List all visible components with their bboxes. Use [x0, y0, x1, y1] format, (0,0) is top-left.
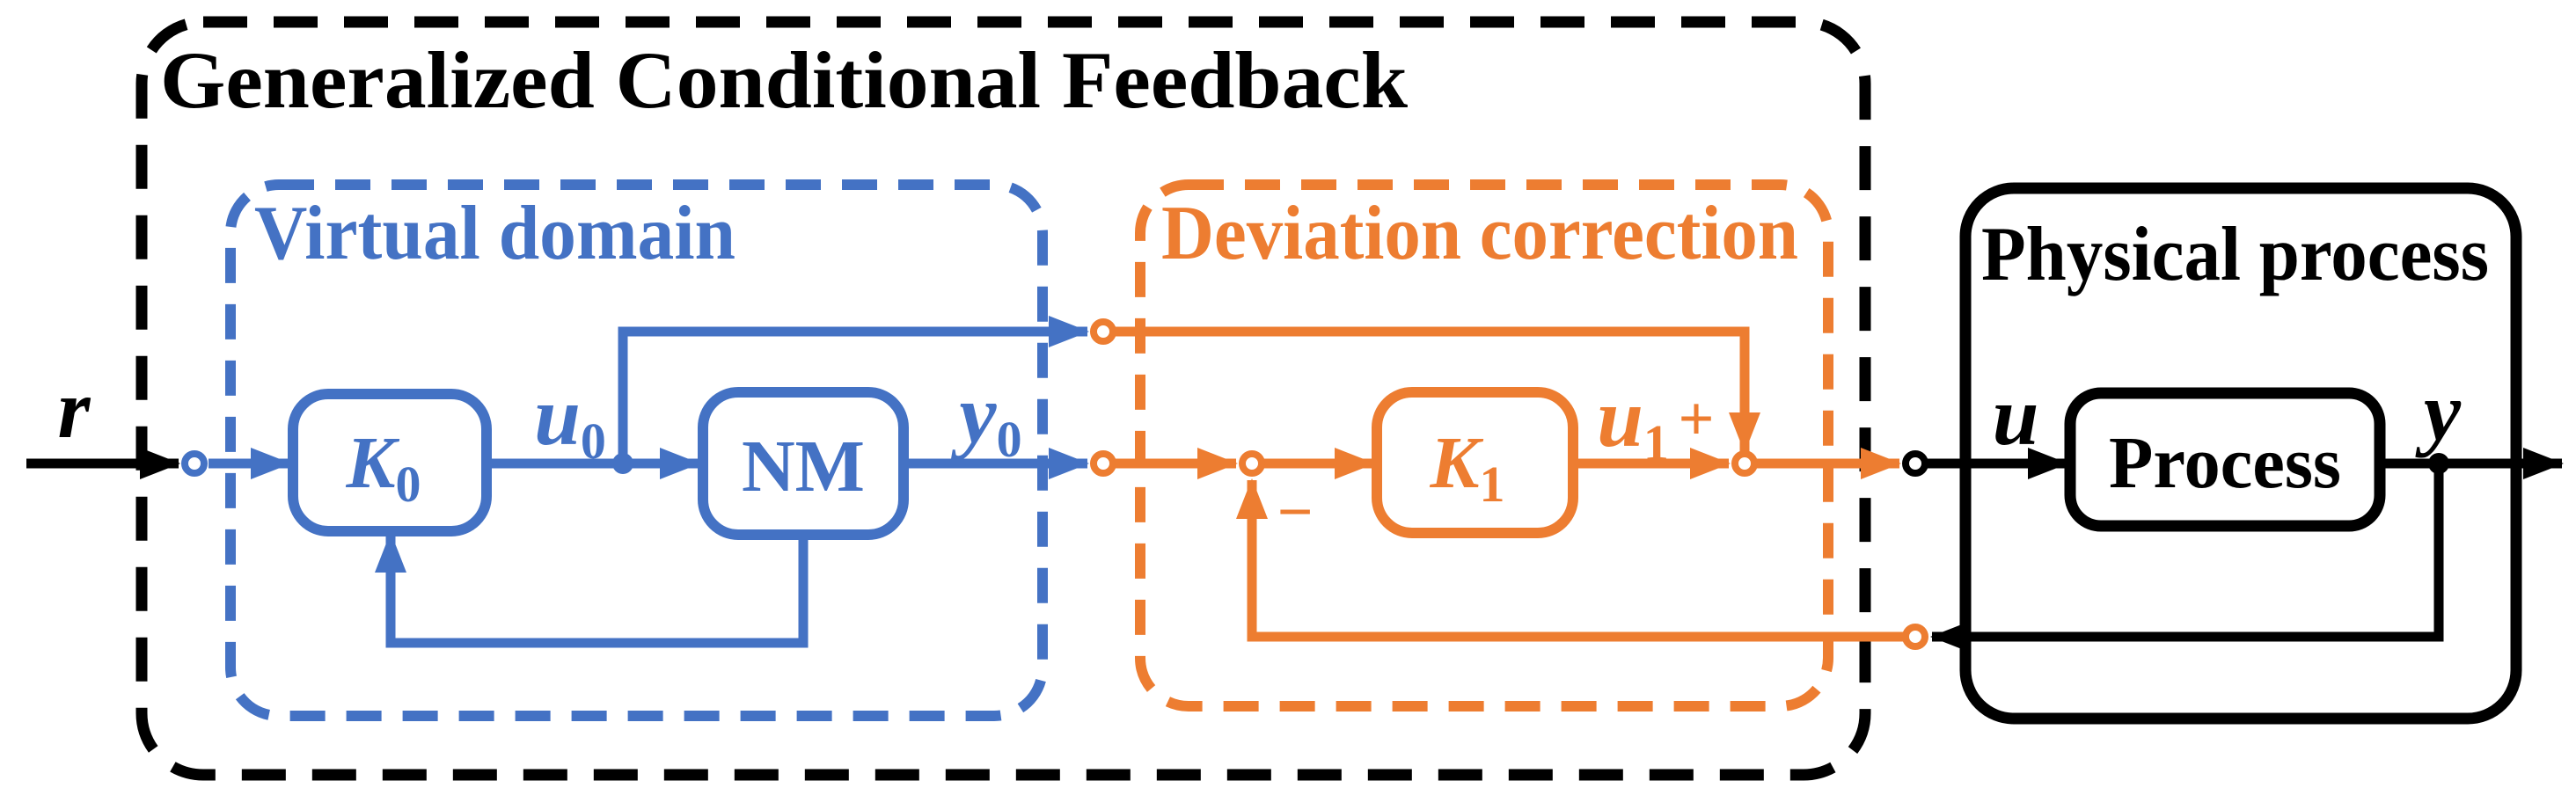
virtual-domain-title: Virtual domain	[254, 191, 735, 276]
gcf-boundary-box	[135, 16, 1871, 781]
y-feedback-orange-line	[1236, 478, 1903, 642]
deviation-correction-box	[1135, 179, 1833, 711]
port-r-entry	[181, 450, 208, 477]
y-branch-dot	[2428, 453, 2449, 474]
block-k0-label: K0	[345, 422, 421, 513]
correction-u0-line	[1116, 326, 1760, 453]
port-u-entry	[1902, 450, 1928, 477]
summing-junction-plus	[1731, 450, 1758, 477]
block-nm	[698, 387, 909, 540]
label-u: u	[1993, 369, 2039, 463]
block-nm-label: NM	[742, 426, 865, 507]
virtual-feedback-line	[375, 532, 809, 648]
physical-process-box	[1959, 182, 2522, 725]
label-u0: u0	[534, 369, 606, 470]
y-feedback-line	[1930, 463, 2444, 653]
block-k0	[288, 389, 492, 536]
summing-junction-error	[1239, 450, 1265, 477]
port-y0-exit	[1090, 450, 1116, 477]
physical-process-title: Physical process	[1981, 212, 2489, 297]
label-minus-sign: −	[1277, 477, 1313, 547]
block-k1	[1372, 387, 1578, 538]
block-process-label: Process	[2109, 422, 2341, 504]
label-r: r	[58, 362, 91, 456]
block-process	[2064, 387, 2386, 532]
virtual-domain-box	[225, 179, 1048, 721]
diagram-title: Generalized Conditional Feedback	[160, 35, 1409, 125]
port-u0-exit	[1090, 318, 1116, 345]
block-k1-label: K1	[1429, 422, 1504, 513]
port-y-feedback	[1902, 624, 1928, 650]
deviation-correction-title: Deviation correction	[1161, 191, 1798, 276]
label-u1: u1	[1597, 371, 1669, 471]
signal-line-u0-branch	[618, 316, 1089, 463]
label-plus-sign: +	[1678, 383, 1714, 454]
u0-branch-dot	[612, 453, 633, 474]
